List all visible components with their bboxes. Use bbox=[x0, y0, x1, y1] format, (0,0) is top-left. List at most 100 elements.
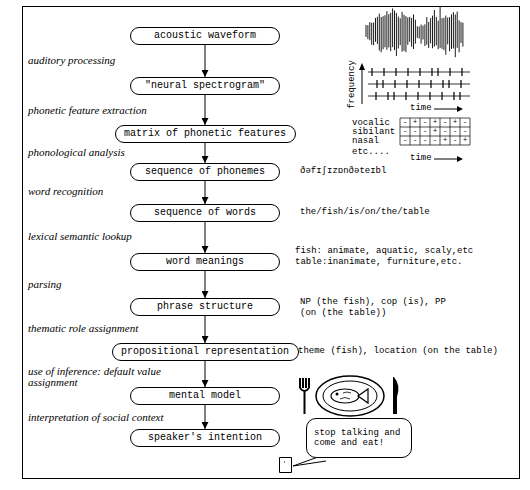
waveform-stroke bbox=[442, 18, 443, 49]
speech-bubble: stop talking and come and eat! bbox=[306, 418, 412, 458]
waveform-stroke bbox=[385, 15, 386, 47]
waveform-stroke bbox=[423, 26, 424, 40]
step-label: phonological analysis bbox=[28, 147, 125, 158]
spectrogram-tick bbox=[437, 68, 438, 76]
table-cell: - bbox=[400, 118, 410, 127]
waveform-stroke bbox=[455, 15, 456, 58]
waveform-stroke bbox=[449, 17, 450, 51]
table-cell: - bbox=[420, 127, 430, 136]
spectrogram-tick bbox=[442, 80, 443, 88]
waveform-stroke bbox=[438, 21, 439, 50]
annotation-text: the/fish/is/on/the/table bbox=[300, 207, 430, 218]
flow-arrow bbox=[205, 222, 206, 253]
bubble-tail bbox=[293, 457, 326, 466]
node-text: phrase structure bbox=[157, 301, 253, 313]
spectrogram-tick bbox=[461, 68, 462, 76]
node-text: matrix of phonetic features bbox=[124, 128, 286, 140]
spectrogram-tick bbox=[448, 80, 449, 88]
waveform-stroke bbox=[371, 23, 372, 45]
annotation-text: etc.... bbox=[352, 147, 390, 158]
time-arrow bbox=[434, 109, 460, 110]
table-cell: - bbox=[420, 118, 430, 127]
waveform-stroke bbox=[405, 16, 406, 52]
step-label: auditory processing bbox=[28, 55, 115, 66]
process-box: phrase structure bbox=[130, 298, 280, 316]
waveform-stroke bbox=[417, 26, 418, 38]
waveform-stroke bbox=[407, 17, 408, 44]
waveform-stroke bbox=[419, 27, 420, 39]
grid-line bbox=[470, 118, 471, 145]
waveform-stroke bbox=[462, 23, 463, 47]
meal-picture bbox=[300, 376, 398, 416]
spectrogram-tick bbox=[406, 80, 407, 88]
waveform-stroke bbox=[421, 24, 422, 43]
waveform-stroke bbox=[424, 24, 425, 46]
annotation-text: nasal bbox=[352, 136, 379, 147]
waveform-stroke bbox=[426, 17, 427, 45]
step-label: use of inference: default value assignme… bbox=[28, 366, 178, 388]
waveform-stroke bbox=[396, 13, 397, 56]
node-text: "neural spectrogram" bbox=[145, 80, 265, 92]
waveform-stroke bbox=[453, 12, 454, 48]
spectrogram-tick bbox=[387, 92, 388, 100]
waveform-stroke bbox=[367, 25, 368, 39]
spectrogram-tick bbox=[453, 92, 454, 100]
node-text: mental model bbox=[169, 390, 241, 402]
annotation-text: table:inanimate, furniture,etc. bbox=[295, 257, 462, 268]
grid-line bbox=[410, 118, 411, 145]
flow-arrow bbox=[205, 143, 206, 163]
node-text: sequence of phonemes bbox=[145, 166, 265, 178]
flow-arrow bbox=[205, 405, 206, 429]
frequency-axis bbox=[362, 66, 363, 104]
grid-line bbox=[400, 118, 401, 145]
grid-line bbox=[450, 118, 451, 145]
grid-line bbox=[430, 118, 431, 145]
waveform-stroke bbox=[379, 14, 380, 51]
table-cell: - bbox=[450, 127, 460, 136]
node-text: speaker's intention bbox=[148, 432, 262, 444]
table-cell: + bbox=[450, 118, 460, 127]
node-text: sequence of words bbox=[154, 207, 256, 219]
annotation-text: ðəfɪʃɪzɒnðəteɪbl bbox=[300, 166, 386, 177]
step-label: thematic role assignment bbox=[28, 323, 138, 334]
node-text: propositional representation bbox=[121, 346, 289, 358]
spectrogram-tick bbox=[383, 68, 384, 76]
axis-arrowhead bbox=[457, 156, 463, 162]
waveform-stroke bbox=[447, 18, 448, 45]
spectrogram-tick bbox=[371, 68, 372, 76]
step-label: lexical semantic lookup bbox=[28, 231, 132, 242]
node-text: word meanings bbox=[166, 256, 244, 268]
spectrogram-tick bbox=[429, 92, 430, 100]
spectrogram-tick bbox=[460, 80, 461, 88]
spectrogram-band bbox=[368, 72, 470, 73]
flow-arrow bbox=[205, 271, 206, 298]
flow-arrow bbox=[205, 45, 206, 77]
flow-arrow bbox=[205, 181, 206, 204]
spectrogram-tick bbox=[382, 80, 383, 88]
annotation-text: fish: animate, aquatic, scaly,etc bbox=[295, 246, 473, 257]
spectrogram-band bbox=[368, 96, 470, 97]
axis-arrowhead bbox=[457, 106, 463, 112]
process-box: matrix of phonetic features bbox=[115, 125, 296, 143]
fish-tail bbox=[358, 389, 368, 403]
fish-eye bbox=[336, 393, 339, 396]
time-arrow bbox=[434, 159, 460, 160]
process-box: speaker's intention bbox=[130, 429, 280, 447]
waveform-stroke bbox=[366, 25, 367, 37]
waveform-stroke bbox=[415, 20, 416, 44]
waveform-stroke bbox=[386, 11, 387, 50]
spectrogram-tick bbox=[393, 92, 394, 100]
waveform-stroke bbox=[369, 22, 370, 40]
outer-frame bbox=[23, 7, 520, 479]
table-cell: - bbox=[440, 127, 450, 136]
spectrogram-tick bbox=[449, 68, 450, 76]
grid-line bbox=[420, 118, 421, 145]
waveform-stroke bbox=[390, 13, 391, 51]
waveform-stroke bbox=[373, 22, 374, 45]
step-label: word recognition bbox=[28, 186, 103, 197]
waveform-stroke bbox=[411, 18, 412, 47]
process-box: word meanings bbox=[130, 253, 280, 271]
table-cell: + bbox=[440, 136, 450, 145]
waveform-stroke bbox=[445, 16, 446, 55]
